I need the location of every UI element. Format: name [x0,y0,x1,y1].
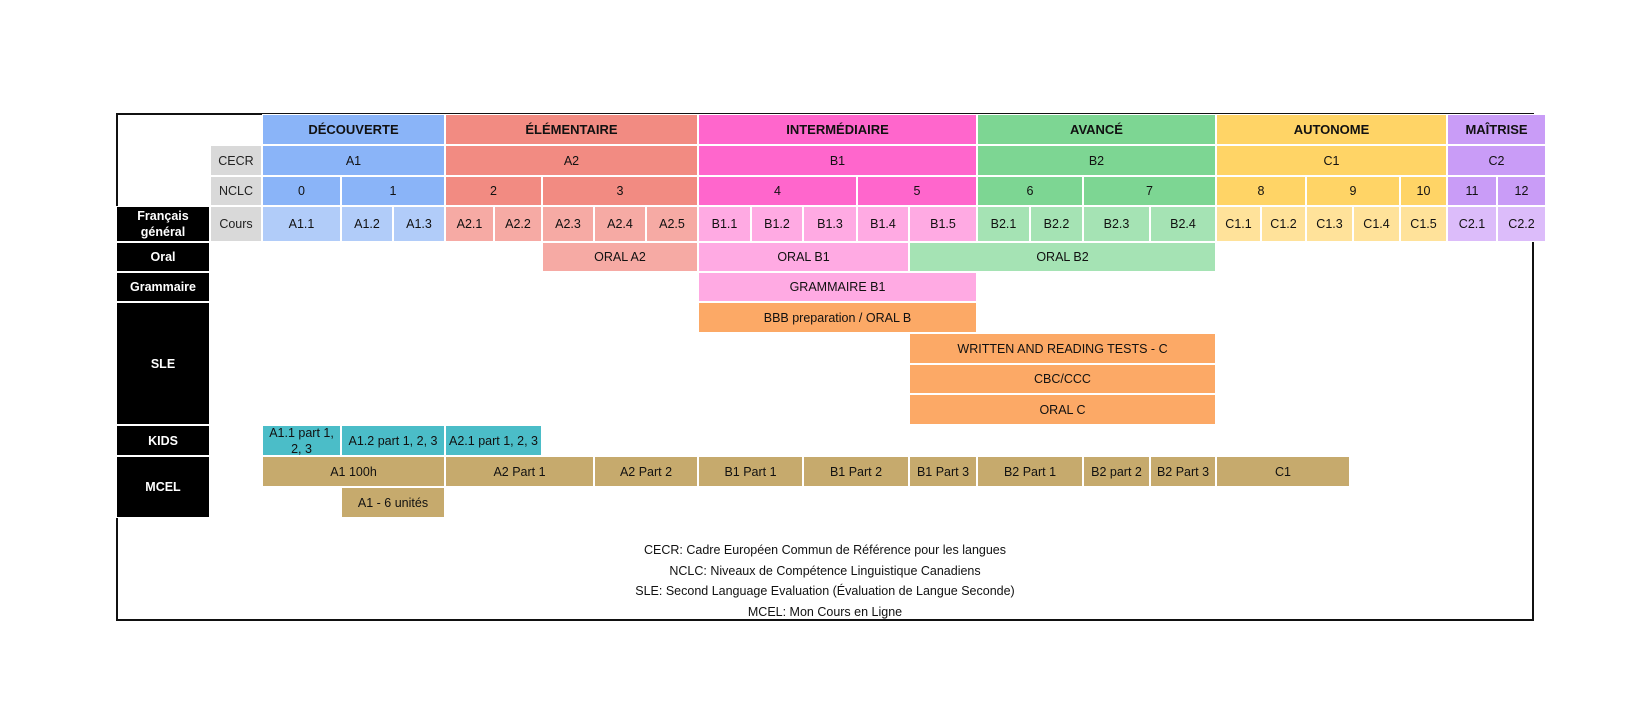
kids-a2-1: A2.1 part 1, 2, 3 [445,425,542,456]
nclc-1: 1 [341,176,445,206]
cours-b2-2: B2.2 [1030,206,1083,242]
row-label-kids: KIDS [116,425,210,456]
cours-b2-3: B2.3 [1083,206,1150,242]
mcel-7: B2 part 2 [1083,456,1150,487]
nclc-0: 0 [262,176,341,206]
sle-cbc-ccc: CBC/CCC [909,364,1216,394]
grammaire-b1: GRAMMAIRE B1 [698,272,977,302]
cecr-a1: A1 [262,145,445,176]
nclc-11: 11 [1447,176,1497,206]
row-label-mcel: MCEL [116,456,210,518]
mcel-3: B1 Part 1 [698,456,803,487]
cours-c2-2: C2.2 [1497,206,1546,242]
cours-b1-5: B1.5 [909,206,977,242]
cours-b1-4: B1.4 [857,206,909,242]
legend: CECR: Cadre Européen Commun de Référence… [116,540,1534,622]
cours-a2-1: A2.1 [445,206,494,242]
cours-a2-3: A2.3 [542,206,594,242]
cours-c1-5: C1.5 [1400,206,1447,242]
cours-a1-1: A1.1 [262,206,341,242]
mcel-6: B2 Part 1 [977,456,1083,487]
level-header-decouverte: DÉCOUVERTE [262,114,445,145]
sle-oral-c: ORAL C [909,394,1216,425]
kids-a1-2: A1.2 part 1, 2, 3 [341,425,445,456]
sle-written-reading-c: WRITTEN AND READING TESTS - C [909,333,1216,364]
row-label-oral: Oral [116,242,210,272]
row-label-nclc: NCLC [210,176,262,206]
legend-cecr: CECR: Cadre Européen Commun de Référence… [644,543,1006,557]
cours-a2-4: A2.4 [594,206,646,242]
oral-b2: ORAL B2 [909,242,1216,272]
cours-c2-1: C2.1 [1447,206,1497,242]
mcel-4: B1 Part 2 [803,456,909,487]
mcel-5: B1 Part 3 [909,456,977,487]
cours-b1-2: B1.2 [751,206,803,242]
cecr-c1: C1 [1216,145,1447,176]
cecr-a2: A2 [445,145,698,176]
level-header-maitrise: MAÎTRISE [1447,114,1546,145]
level-header-intermediaire: INTERMÉDIAIRE [698,114,977,145]
nclc-12: 12 [1497,176,1546,206]
row-label-sle: SLE [116,302,210,425]
cecr-b2: B2 [977,145,1216,176]
nclc-7: 7 [1083,176,1216,206]
oral-b1: ORAL B1 [698,242,909,272]
nclc-2: 2 [445,176,542,206]
nclc-4: 4 [698,176,857,206]
cecr-b1: B1 [698,145,977,176]
nclc-6: 6 [977,176,1083,206]
level-header-autonome: AUTONOME [1216,114,1447,145]
cours-c1-4: C1.4 [1353,206,1400,242]
nclc-8: 8 [1216,176,1306,206]
legend-mcel: MCEL: Mon Cours en Ligne [747,604,903,619]
cours-a1-3: A1.3 [393,206,445,242]
row-label-cours: Cours [210,206,262,242]
cours-a2-5: A2.5 [646,206,698,242]
level-header-avance: AVANCÉ [977,114,1216,145]
mcel-0: A1 100h [262,456,445,487]
kids-a1-1: A1.1 part 1, 2, 3 [262,425,341,456]
cours-c1-3: C1.3 [1306,206,1353,242]
legend-nclc: NCLC: Niveaux de Compétence Linguistique… [669,563,981,578]
cours-a1-2: A1.2 [341,206,393,242]
cours-b1-1: B1.1 [698,206,751,242]
sle-bbb-oral-b: BBB preparation / ORAL B [698,302,977,333]
mcel-a1-6-unites: A1 - 6 unités [341,487,445,518]
nclc-3: 3 [542,176,698,206]
legend-sle: SLE: Second Language Evaluation (Évaluat… [635,584,1015,598]
cours-c1-1: C1.1 [1216,206,1261,242]
nclc-10: 10 [1400,176,1447,206]
cours-b2-1: B2.1 [977,206,1030,242]
cours-b1-3: B1.3 [803,206,857,242]
row-label-cecr: CECR [210,145,262,176]
oral-a2: ORAL A2 [542,242,698,272]
row-label-francais-general: Français général [116,206,210,242]
mcel-8: B2 Part 3 [1150,456,1216,487]
cours-b2-4: B2.4 [1150,206,1216,242]
mcel-1: A2 Part 1 [445,456,594,487]
mcel-9: C1 [1216,456,1350,487]
cecr-c2: C2 [1447,145,1546,176]
mcel-2: A2 Part 2 [594,456,698,487]
level-header-elementaire: ÉLÉMENTAIRE [445,114,698,145]
nclc-9: 9 [1306,176,1400,206]
row-label-grammaire: Grammaire [116,272,210,302]
cours-c1-2: C1.2 [1261,206,1306,242]
cours-a2-2: A2.2 [494,206,542,242]
nclc-5: 5 [857,176,977,206]
